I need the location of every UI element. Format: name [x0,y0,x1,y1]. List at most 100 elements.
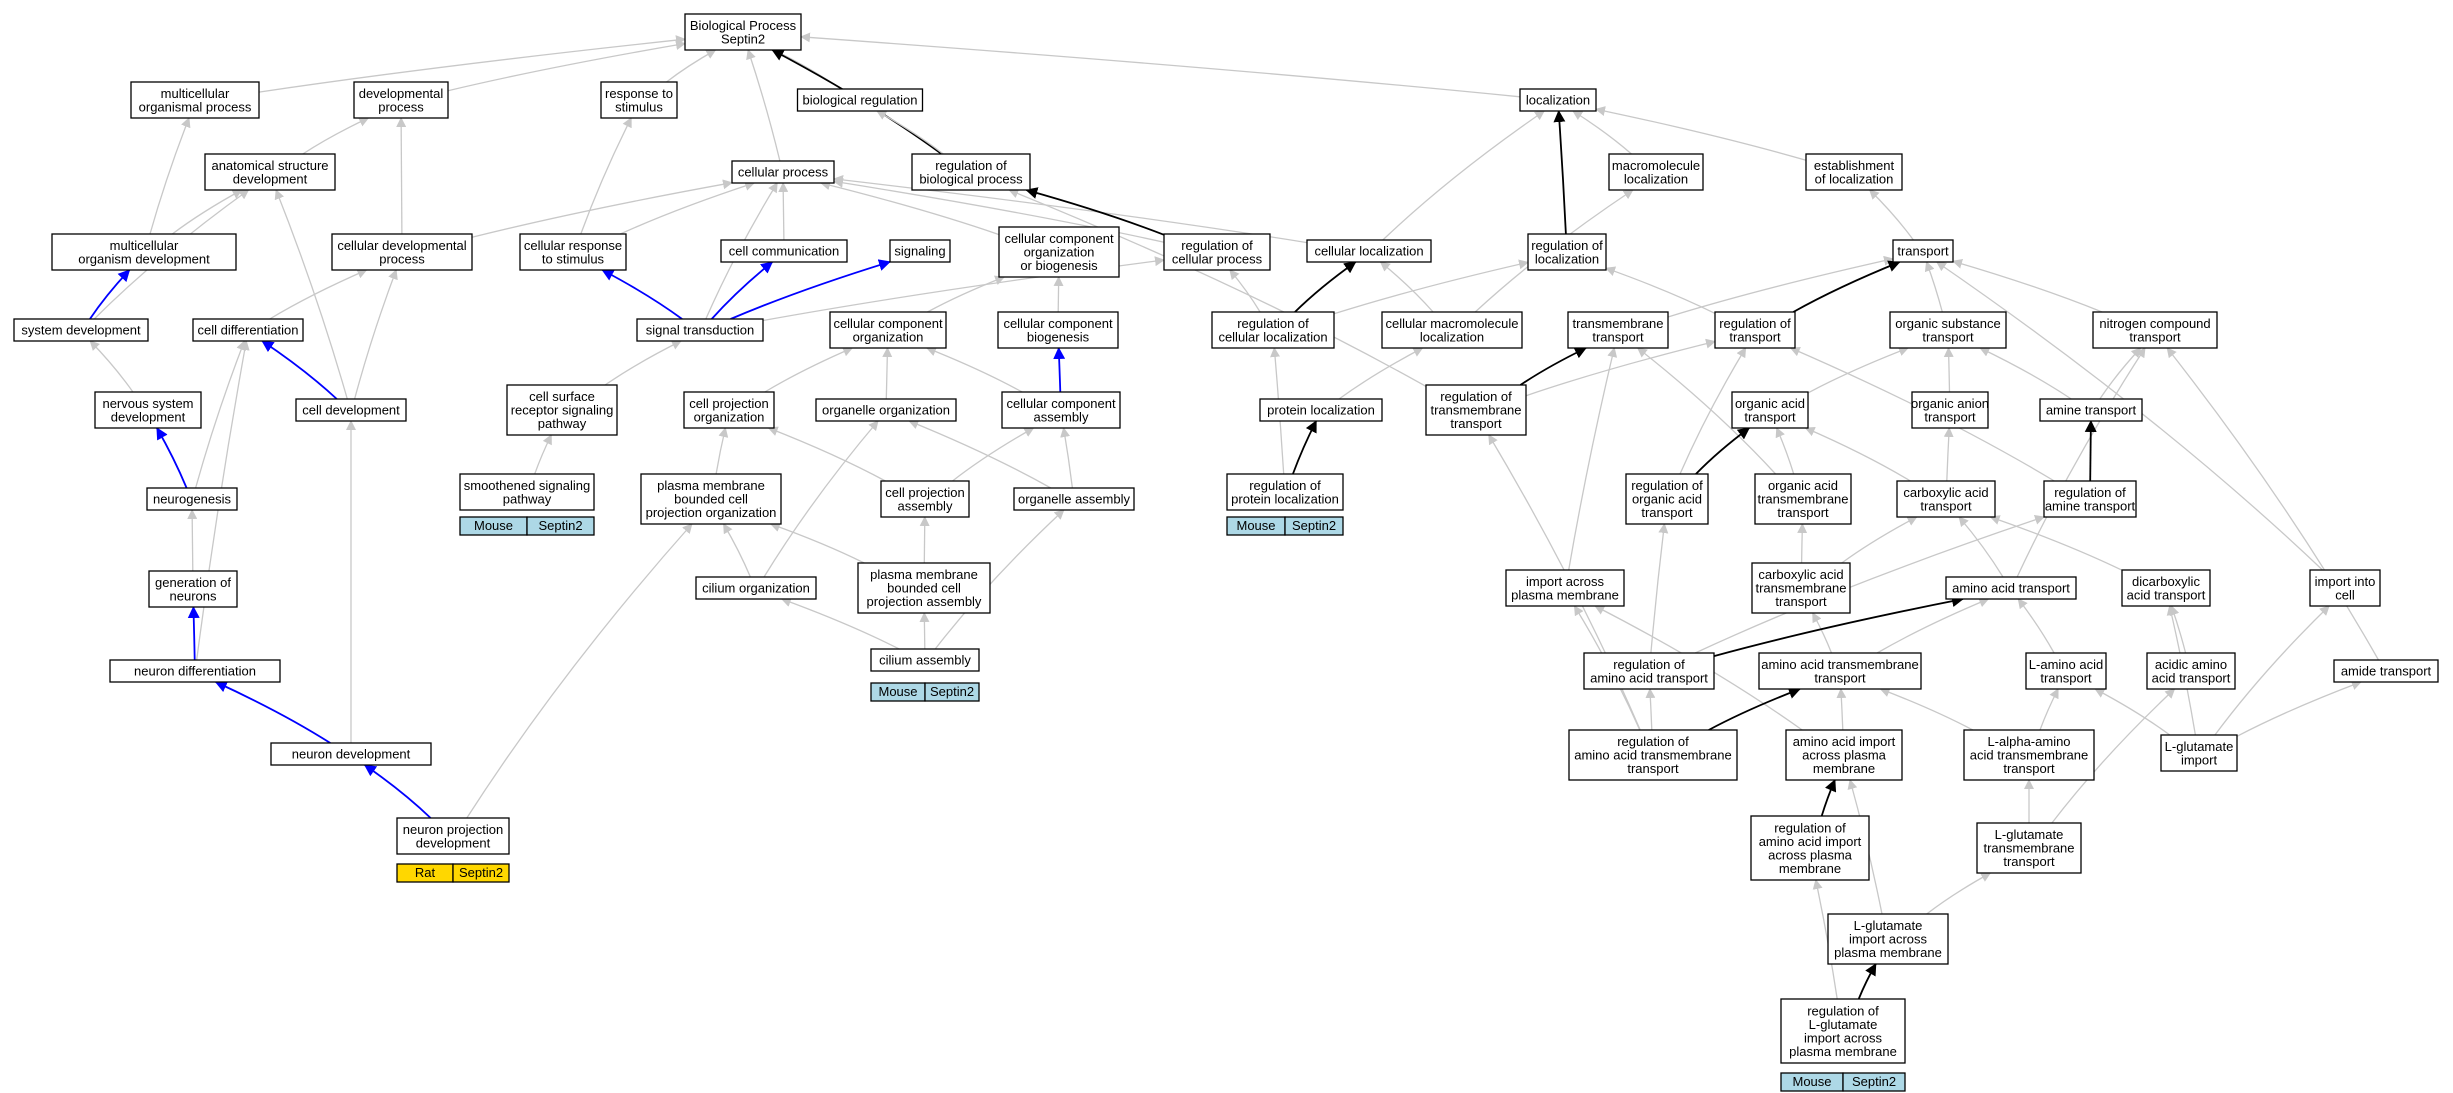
go-term-tr[interactable]: transport [1892,239,1954,263]
node-label: cellular response [524,238,622,253]
go-term-sig[interactable]: signaling [889,239,951,263]
go-term-cc[interactable]: cell communication [720,239,848,263]
go-term-sd[interactable]: system development [13,318,149,342]
go-term-amidet[interactable]: amide transport [2333,659,2439,683]
go-term-pl[interactable]: protein localization [1259,398,1383,422]
node-box [2025,652,2107,690]
go-term-ca[interactable]: cilium assembly [870,648,980,672]
node-box [1889,311,2007,349]
gene-label: Septin2 [1852,1074,1896,1089]
node-label: regulation of [935,158,1007,173]
go-term-cl[interactable]: cellular localization [1306,239,1432,263]
go-term-cdiff[interactable]: cell differentiation [192,318,304,342]
go-term-cio[interactable]: cilium organization [695,576,817,600]
node-box [1163,233,1271,271]
node-box [1754,473,1852,525]
edge-lgi-to-amidet [2236,680,2362,737]
edge-aatt-to-aat [1876,597,1990,654]
node-box [192,318,304,342]
go-term-oa[interactable]: organelle assembly [1013,487,1135,511]
node-box [2309,569,2381,607]
go-term-ndev[interactable]: neuron development [270,742,432,766]
edge-catt-to-oatt [1797,523,1808,564]
go-term-amt[interactable]: amine transport [2039,398,2143,422]
node-box [506,384,618,436]
edge-rcl-to-rcp [1229,269,1261,313]
go-term-aat[interactable]: amino acid transport [1945,576,2077,600]
edge-rlgipm-to-raaipm [1812,879,1838,1000]
edge-cat-to-oant [1943,427,1954,482]
go-term-oo[interactable]: organelle organization [815,398,957,422]
node-label: regulation of [1181,238,1253,253]
node-box [636,318,764,342]
go-term-cp[interactable]: cellular process [731,160,835,184]
go-term-loc[interactable]: localization [1519,88,1597,112]
node-box [148,570,238,608]
go-term-breg[interactable]: biological regulation [796,88,924,112]
node-label: organization [694,409,765,424]
node-label: to stimulus [542,251,605,266]
go-term-st[interactable]: signal transduction [636,318,764,342]
node-label: neurogenesis [153,492,232,507]
go-term-cdev[interactable]: cell development [295,398,407,422]
go-term-neur[interactable]: neurogenesis [146,487,238,511]
go-term-nd[interactable]: neuron differentiation [109,659,281,683]
